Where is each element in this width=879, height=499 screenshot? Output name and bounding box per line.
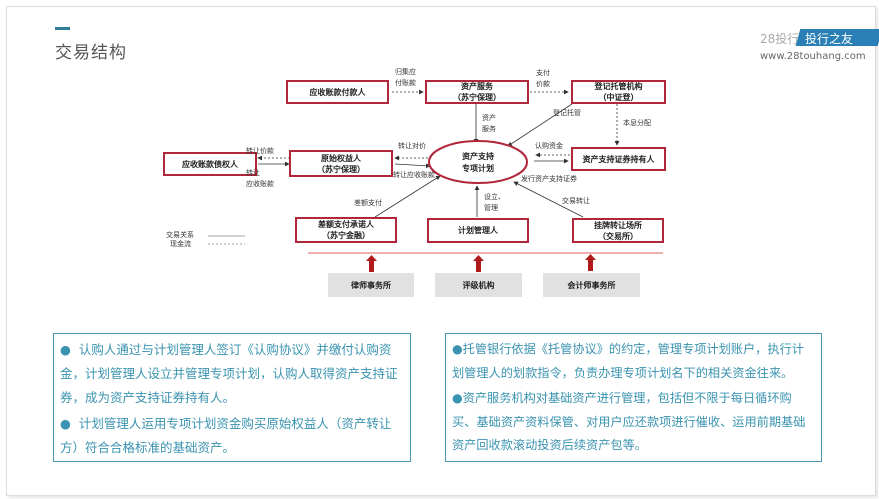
- node-rating: 评级机构: [435, 273, 522, 297]
- label-trading-transfer: 交易转让: [562, 197, 590, 205]
- label-collect-pay: 归集应 付账款: [395, 67, 416, 89]
- edge-trading: [513, 181, 584, 218]
- node-law-firm-label: 律师事务所: [351, 279, 391, 290]
- note-left-text-2: 计划管理人运用专项计划资金购买原始权益人（资产转让方）符合合格标准的基础资产。: [60, 416, 392, 455]
- label-pay-price: 支付 价款: [536, 68, 550, 90]
- label-pay-price-line2: 价款: [536, 80, 550, 88]
- note-right-text-2: 资产服务机构对基础资产进行管理，包括但不限于每日循环购买、基础资产资料保管、对用…: [452, 391, 806, 452]
- label-issue-abs: 发行资产支持证券: [521, 175, 577, 183]
- label-transfer-receivable-spv: 转让应收账款: [393, 171, 435, 179]
- node-abs-holder: 资产支持证券持有人: [571, 147, 666, 171]
- node-exchange: 挂牌转让场所 （交易所）: [572, 218, 664, 243]
- node-receivable-payer: 应收账款付款人: [286, 80, 389, 104]
- brand-url[interactable]: www.28touhang.com: [760, 51, 866, 62]
- label-transfer-consideration: 转让对价: [398, 142, 426, 150]
- edge-shortfall: [374, 175, 441, 218]
- node-accounting: 会计师事务所: [543, 273, 640, 297]
- brand-name: 28投行: [760, 32, 800, 46]
- node-receivable-creditor-label: 应收账款债权人: [182, 158, 238, 169]
- node-rating-label: 评级机构: [462, 279, 495, 290]
- node-law-firm: 律师事务所: [328, 273, 414, 297]
- node-guarantor-label: 差额支付承诺人: [318, 219, 374, 229]
- edge-transfer-receivable-spv: [394, 163, 431, 169]
- label-register-custody: 登记托管: [553, 109, 581, 117]
- note-box-right: ●托管银行依据《托管协议》的约定，管理专项计划账户，执行计划管理人的划款指令，负…: [445, 333, 822, 462]
- node-manager-label: 计划管理人: [458, 225, 498, 235]
- node-accounting-label: 会计师事务所: [567, 279, 616, 290]
- bullet-icon: ●: [452, 342, 463, 356]
- node-guarantor-sub: （苏宁金融）: [322, 230, 370, 240]
- node-registry-sub: （中证登）: [598, 92, 639, 102]
- red-arrow-rating: [473, 255, 484, 272]
- label-establish-manage-line2: 管理: [484, 204, 498, 212]
- note-box-left: ● 认购人通过与计划管理人签订《认购协议》并缴付认购资金，计划管理人设立并管理专…: [53, 333, 411, 462]
- node-asset-service-label: 资产服务: [461, 81, 493, 91]
- note-right-item: ●资产服务机构对基础资产进行管理，包括但不限于每日循环购买、基础资产资料保管、对…: [452, 387, 815, 458]
- node-spv-sub: 专项计划: [462, 163, 494, 173]
- node-originator-label: 原始权益人: [321, 152, 361, 163]
- bullet-icon: ●: [60, 416, 71, 431]
- label-asset-service-line1: 资产: [482, 114, 496, 122]
- red-arrow-law: [366, 255, 377, 272]
- note-left-item: ● 认购人通过与计划管理人签订《认购协议》并缴付认购资金，计划管理人设立并管理专…: [60, 338, 404, 410]
- label-asset-service-line2: 服务: [482, 125, 496, 133]
- label-collect-pay-line1: 归集应: [395, 68, 416, 76]
- node-spv: 资产支持 专项计划: [448, 150, 508, 174]
- label-transfer-receivable: 转让 应收账款: [246, 168, 274, 190]
- label-transfer-price: 转让价款: [246, 147, 274, 155]
- node-asset-service-sub: （苏宁保理）: [453, 92, 501, 102]
- label-shortfall-payment: 差额支付: [354, 199, 382, 207]
- title-accent-bar: [55, 27, 70, 30]
- bullet-icon: ●: [452, 391, 463, 405]
- label-subscription: 认购资金: [535, 142, 563, 150]
- label-principal-interest: 本息分配: [623, 119, 651, 127]
- label-transfer-receivable-line1: 转让: [246, 169, 260, 177]
- node-manager: 计划管理人: [427, 218, 529, 243]
- node-exchange-sub: （交易所）: [598, 230, 638, 241]
- node-guarantor: 差额支付承诺人 （苏宁金融）: [295, 217, 397, 243]
- legend-transaction: 交易关系: [166, 231, 194, 239]
- red-arrow-accounting: [585, 254, 596, 271]
- node-exchange-label: 挂牌转让场所: [594, 219, 642, 230]
- note-left-item: ● 计划管理人运用专项计划资金购买原始权益人（资产转让方）符合合格标准的基础资产…: [60, 412, 404, 460]
- node-originator-sub: （苏宁保理）: [317, 163, 365, 174]
- label-asset-service: 资产 服务: [482, 113, 496, 135]
- label-establish-manage: 设立、 管理: [484, 192, 505, 214]
- node-registry: 登记托管机构 （中证登）: [571, 80, 666, 104]
- node-spv-label: 资产支持: [462, 151, 494, 161]
- label-establish-manage-line1: 设立、: [484, 193, 505, 201]
- spv-ellipse: [428, 140, 528, 184]
- label-collect-pay-line2: 付账款: [395, 79, 416, 87]
- bullet-icon: ●: [60, 342, 71, 357]
- node-receivable-payer-label: 应收账款付款人: [309, 86, 366, 97]
- node-abs-holder-label: 资产支持证券持有人: [582, 153, 655, 164]
- note-right-item: ●托管银行依据《托管协议》的约定，管理专项计划账户，执行计划管理人的划款指令，负…: [452, 338, 815, 385]
- note-right-text-1: 托管银行依据《托管协议》的约定，管理专项计划账户，执行计划管理人的划款指令，负责…: [452, 342, 804, 380]
- brand-tag: 投行之友: [805, 32, 854, 46]
- node-originator: 原始权益人 （苏宁保理）: [289, 150, 393, 177]
- label-transfer-receivable-line2: 应收账款: [246, 180, 274, 188]
- legend-cashflow: 现金流: [170, 240, 191, 248]
- node-receivable-creditor: 应收账款债权人: [163, 152, 257, 176]
- node-registry-label: 登记托管机构: [594, 81, 643, 91]
- page-title: 交易结构: [55, 43, 127, 63]
- edge-register: [507, 103, 573, 147]
- node-asset-service: 资产服务 （苏宁保理）: [425, 80, 529, 104]
- note-left-text-1: 认购人通过与计划管理人签订《认购协议》并缴付认购资金，计划管理人设立并管理专项计…: [60, 342, 398, 405]
- label-pay-price-line1: 支付: [536, 69, 550, 77]
